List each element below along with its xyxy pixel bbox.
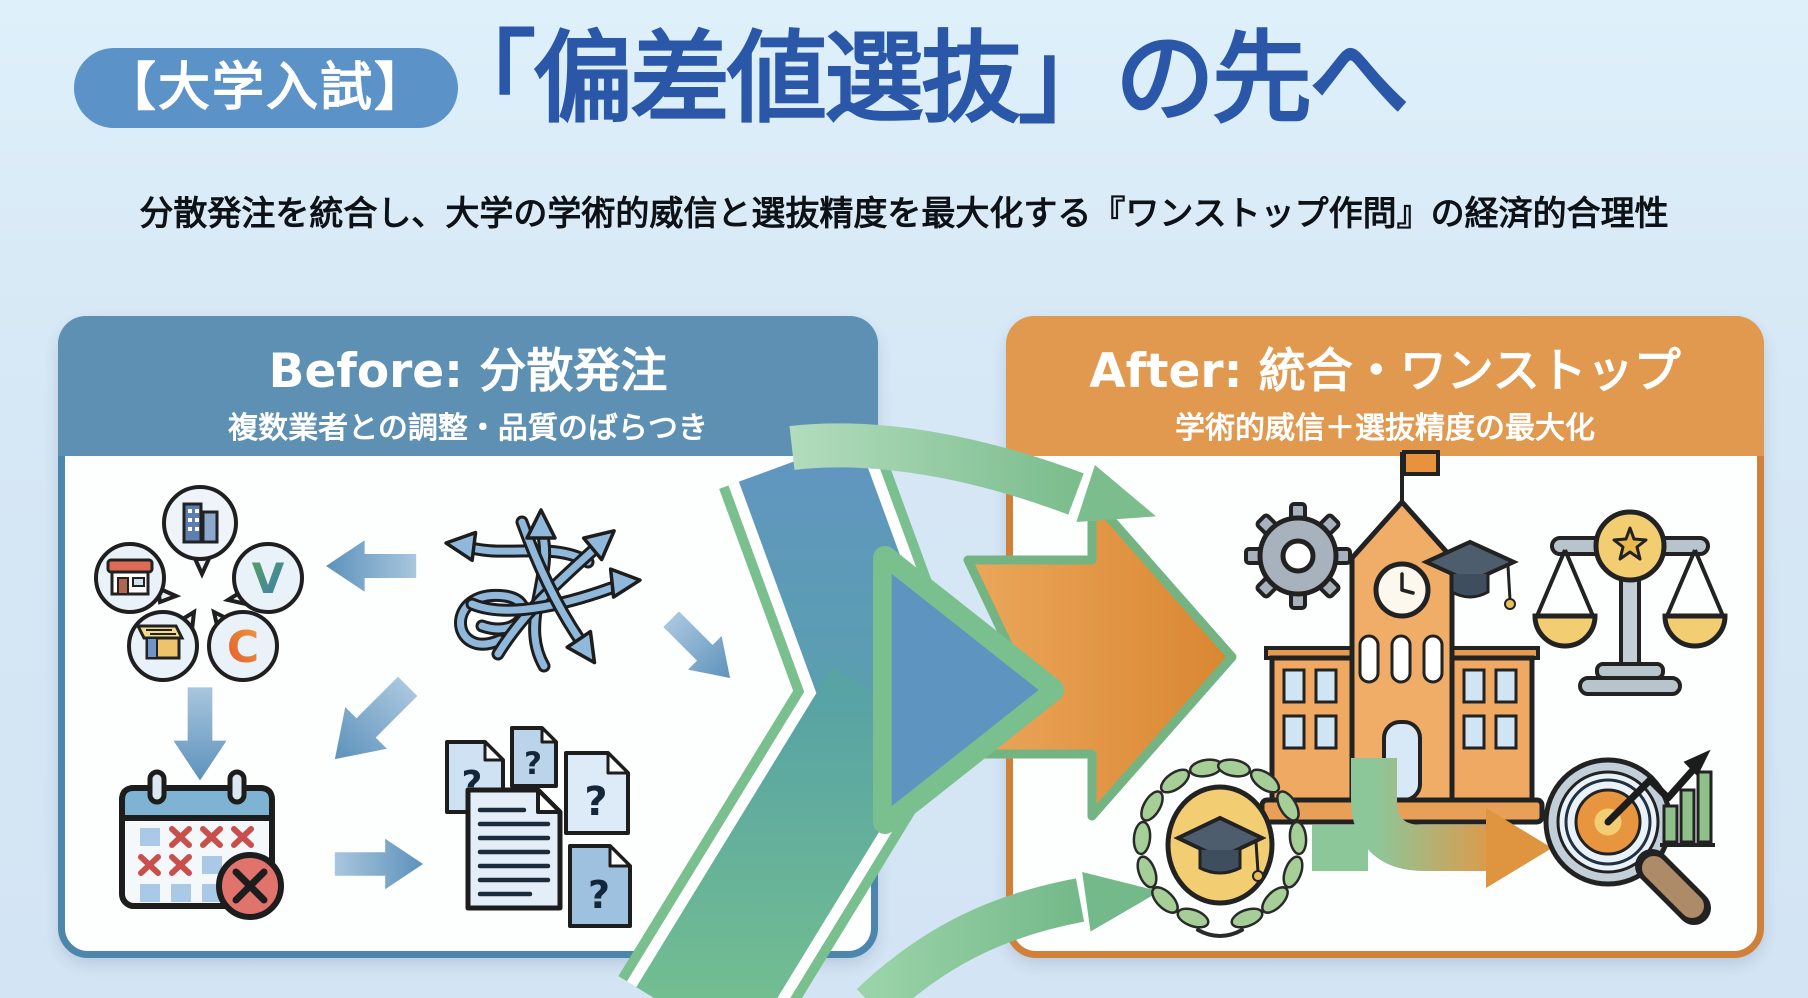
before-panel: Before: 分散発注 複数業者との調整・品質のばらつき bbox=[58, 316, 878, 958]
main-title: 「偏差値選抜」の先へ bbox=[436, 20, 1409, 137]
after-subtitle: 学術的威信＋選抜精度の最大化 bbox=[1175, 411, 1595, 446]
before-subtitle: 複数業者との調整・品質のばらつき bbox=[228, 411, 708, 446]
after-title: After: 統合・ワンストップ bbox=[1089, 344, 1681, 399]
before-panel-header: Before: 分散発注 複数業者との調整・品質のばらつき bbox=[58, 316, 878, 456]
after-panel-header: After: 統合・ワンストップ 学術的威信＋選抜精度の最大化 bbox=[1006, 316, 1764, 456]
subtitle: 分散発注を統合し、大学の学術的威信と選抜精度を最大化する『ワンストップ作問』の経… bbox=[139, 194, 1669, 234]
after-panel: After: 統合・ワンストップ 学術的威信＋選抜精度の最大化 bbox=[1006, 316, 1764, 958]
before-title: Before: 分散発注 bbox=[268, 344, 668, 399]
exam-badge: 【大学入試】 bbox=[74, 48, 459, 128]
